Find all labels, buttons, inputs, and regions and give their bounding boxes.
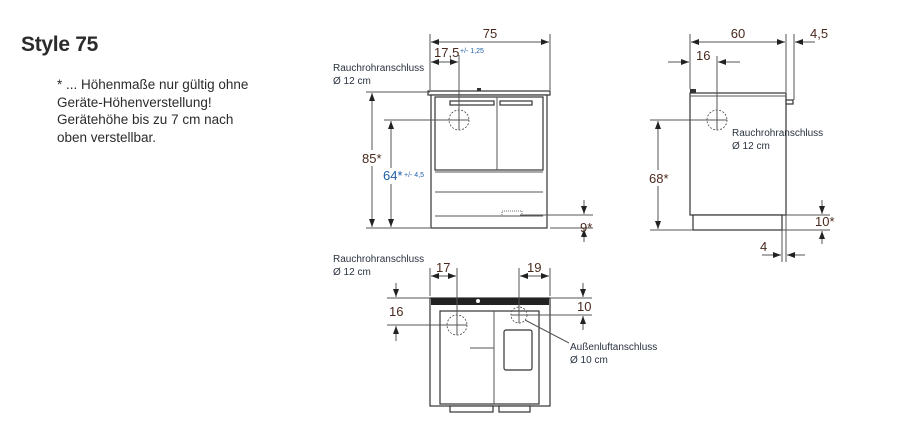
front-height-label: 85* [362, 151, 382, 166]
front-width-label: 75 [483, 26, 497, 41]
top-air-offset-x-label: 19 [527, 260, 541, 275]
side-plinth-recess-label: 4 [760, 239, 767, 254]
side-rear-protrusion-label: 4,5 [810, 26, 828, 41]
side-view: 60 4,5 16 Rauchrohranschluss Ø 12 cm 68*… [648, 26, 835, 262]
front-flue-height-tolerance: +/- 4,5 [404, 172, 424, 179]
product-title: Style 75 [21, 33, 98, 56]
front-flue-offset-tolerance: +/- 1,25 [460, 48, 484, 55]
side-flue-offset-label: 16 [696, 48, 710, 63]
front-flue-height-label: 64* [383, 168, 403, 183]
top-flue-offset-y-label: 16 [389, 304, 403, 319]
top-flue-label: Rauchrohranschluss [333, 254, 424, 265]
height-note: * ... Höhenmaße nur gültig ohne Geräte-H… [57, 76, 248, 146]
top-air-offset-y-label: 10 [577, 299, 591, 314]
side-flue-height-label: 68* [649, 171, 669, 186]
top-flue-offset-x-label: 17 [436, 260, 450, 275]
side-plinth-label: 10* [815, 214, 835, 229]
note-line: oben verstellbar. [57, 129, 157, 145]
front-flue-label: Rauchrohranschluss [333, 63, 424, 74]
side-flue-diameter: Ø 12 cm [732, 141, 770, 152]
side-flue-label: Rauchrohranschluss [732, 128, 823, 139]
top-view: Rauchrohranschluss Ø 12 cm 17 19 16 10 A… [333, 254, 657, 413]
note-line: Geräte-Höhenverstellung! [57, 94, 212, 110]
note-line: * ... Höhenmaße nur gültig ohne [57, 77, 249, 92]
side-depth-label: 60 [731, 26, 745, 41]
top-air-diameter: Ø 10 cm [570, 355, 608, 366]
front-view: 75 17,5 +/- 1,25 Rauchrohranschluss Ø 12… [333, 26, 593, 242]
top-air-label: Außenluftanschluss [570, 342, 657, 353]
front-flue-offset-label: 17,5 [434, 45, 459, 60]
front-flue-diameter: Ø 12 cm [333, 76, 371, 87]
top-flue-diameter: Ø 12 cm [333, 267, 371, 278]
note-line: Gerätehöhe bis zu 7 cm nach [57, 112, 234, 127]
front-plinth-label: 9* [580, 220, 592, 235]
